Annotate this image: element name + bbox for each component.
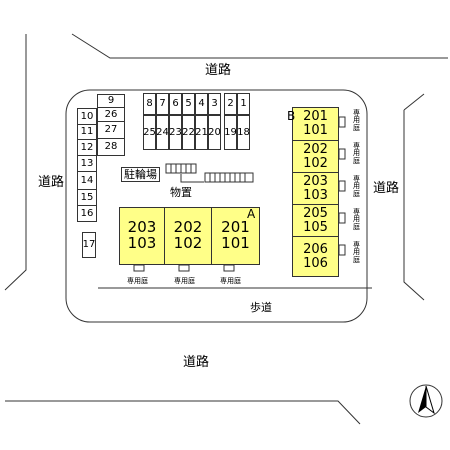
building-a-unit: 201 101 bbox=[212, 207, 260, 265]
building-b-garden-notches bbox=[338, 116, 346, 256]
garden-label: 専用庭 bbox=[220, 277, 241, 285]
parking-space: 27 bbox=[97, 122, 125, 139]
storage-label: 物置 bbox=[170, 186, 192, 199]
road-right-edge bbox=[403, 110, 425, 301]
parking-space: 21 bbox=[195, 115, 208, 150]
parking-space: 12 bbox=[77, 140, 97, 156]
parking-space: 18 bbox=[237, 115, 250, 150]
garden-label: 専用庭 bbox=[174, 277, 195, 285]
parking-space: 17 bbox=[82, 232, 96, 258]
building-b-unit: 201 101 bbox=[292, 107, 339, 141]
garden-label: 専用庭 bbox=[353, 175, 360, 198]
parking-space: 23 bbox=[169, 115, 182, 150]
building-b-unit: 205 105 bbox=[292, 205, 339, 237]
unit-number-lower: 105 bbox=[303, 219, 328, 235]
parking-space: 11 bbox=[77, 125, 97, 140]
unit-number-upper: 206 bbox=[303, 241, 328, 257]
building-a-label: A bbox=[247, 207, 256, 221]
unit-number-lower: 103 bbox=[303, 187, 328, 203]
building-b-unit: 202 102 bbox=[292, 141, 339, 173]
bike-parking-label: 駐輪場 bbox=[121, 167, 160, 182]
building-b-unit: 206 106 bbox=[292, 237, 339, 277]
unit-number-upper: 205 bbox=[303, 205, 328, 221]
garden-label: 専用庭 bbox=[353, 142, 360, 165]
parking-space: 19 bbox=[224, 115, 237, 150]
building-a-garden-notches bbox=[133, 264, 235, 272]
unit-number-upper: 201 bbox=[221, 218, 250, 237]
parking-space: 15 bbox=[77, 190, 97, 206]
road-right-edge-top bbox=[403, 93, 425, 111]
parking-space: 28 bbox=[97, 139, 125, 156]
road-left-edge bbox=[4, 34, 27, 291]
unit-number-lower: 102 bbox=[303, 155, 328, 171]
unit-number-upper: 203 bbox=[127, 218, 157, 237]
building-b-label: B bbox=[287, 109, 296, 123]
unit-number-lower: 103 bbox=[127, 234, 157, 252]
garden-label: 専用庭 bbox=[127, 277, 148, 285]
building-b-unit: 203 103 bbox=[292, 173, 339, 205]
north-arrow-icon bbox=[409, 384, 443, 418]
unit-number-lower: 102 bbox=[173, 234, 203, 252]
parking-space: 5 bbox=[182, 93, 195, 115]
unit-number-lower: 101 bbox=[303, 123, 328, 138]
parking-space: 24 bbox=[156, 115, 169, 150]
road-top-edge bbox=[71, 33, 448, 59]
building-a-unit: 202 102 bbox=[165, 207, 212, 265]
parking-space: 4 bbox=[195, 93, 208, 115]
unit-number-lower: 106 bbox=[303, 255, 328, 271]
unit-number-upper: 203 bbox=[303, 173, 328, 189]
road-label-top: 道路 bbox=[205, 63, 232, 78]
garden-label: 専用庭 bbox=[353, 208, 360, 231]
parking-space: 2 bbox=[224, 93, 237, 115]
parking-space: 9 bbox=[97, 94, 125, 108]
road-label-left: 道路 bbox=[38, 175, 65, 190]
parking-space: 26 bbox=[97, 108, 125, 122]
parking-space: 22 bbox=[182, 115, 195, 150]
parking-space: 7 bbox=[156, 93, 169, 115]
parking-space: 16 bbox=[77, 206, 97, 222]
parking-space: 6 bbox=[169, 93, 182, 115]
parking-space: 20 bbox=[208, 115, 221, 150]
road-label-bottom: 道路 bbox=[183, 355, 210, 370]
road-bottom-edge bbox=[5, 400, 361, 425]
parking-space: 14 bbox=[77, 172, 97, 190]
lot-outline bbox=[65, 89, 368, 323]
garden-label: 専用庭 bbox=[353, 109, 360, 132]
unit-number-upper: 202 bbox=[173, 218, 203, 237]
parking-space: 25 bbox=[143, 115, 156, 150]
parking-space: 8 bbox=[143, 93, 156, 115]
parking-space: 1 bbox=[237, 93, 250, 115]
building-a-unit: 203 103 bbox=[119, 207, 165, 265]
sidewalk-label: 歩道 bbox=[250, 301, 272, 314]
unit-number-lower: 101 bbox=[221, 234, 250, 252]
parking-space: 13 bbox=[77, 156, 97, 172]
garden-label: 専用庭 bbox=[353, 241, 360, 264]
parking-space: 10 bbox=[77, 108, 97, 125]
storage-leader-line bbox=[180, 174, 204, 183]
road-label-right: 道路 bbox=[373, 181, 400, 196]
parking-space: 3 bbox=[208, 93, 221, 115]
bike-rack-icon bbox=[165, 163, 254, 183]
unit-number-upper: 202 bbox=[303, 141, 328, 157]
unit-number-upper: 201 bbox=[303, 109, 328, 125]
